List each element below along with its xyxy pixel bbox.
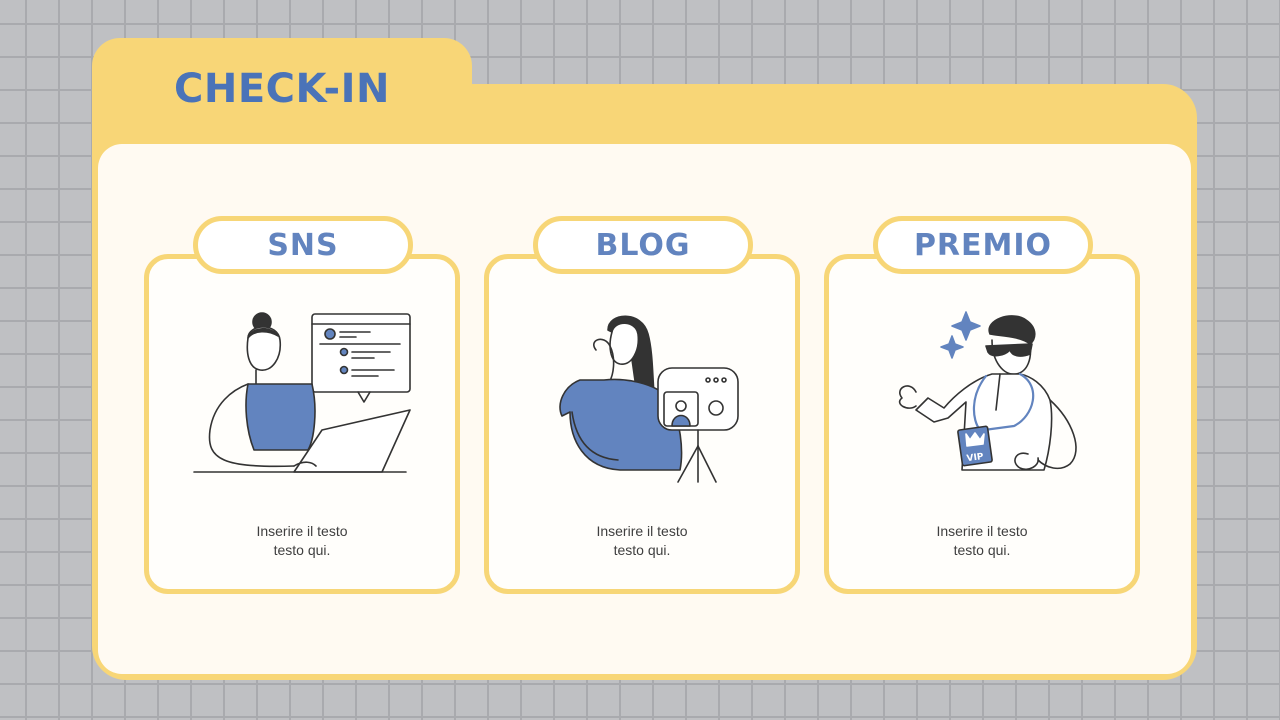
card-premio-title-pill: PREMIO bbox=[873, 216, 1093, 274]
vlogger-camera-illustration-icon bbox=[559, 315, 739, 483]
card-blog-text-line2: testo qui. bbox=[613, 542, 671, 558]
svg-text:VIP: VIP bbox=[966, 452, 985, 464]
card-sns-title-pill: SNS bbox=[193, 216, 413, 274]
card-premio-title: PREMIO bbox=[913, 227, 1053, 263]
laptop-person-illustration-icon bbox=[193, 312, 411, 473]
card-sns-text-line2: testo qui. bbox=[273, 542, 331, 558]
page-title: CHECK-IN bbox=[174, 66, 390, 112]
card-sns-title: SNS bbox=[267, 227, 339, 263]
card-sns-text-line1: Inserire il testo bbox=[256, 523, 348, 539]
card-blog-text-line1: Inserire il testo bbox=[596, 523, 688, 539]
card-blog-title-pill: BLOG bbox=[533, 216, 753, 274]
vip-badge-illustration-icon: VIP bbox=[898, 311, 1077, 471]
card-premio-text-line2: testo qui. bbox=[953, 542, 1011, 558]
card-premio-text: Inserire il testo testo qui. bbox=[824, 522, 1140, 560]
card-sns-text: Inserire il testo testo qui. bbox=[144, 522, 460, 560]
card-premio-text-line1: Inserire il testo bbox=[936, 523, 1028, 539]
card-blog-title: BLOG bbox=[595, 227, 691, 263]
card-blog-text: Inserire il testo testo qui. bbox=[484, 522, 800, 560]
